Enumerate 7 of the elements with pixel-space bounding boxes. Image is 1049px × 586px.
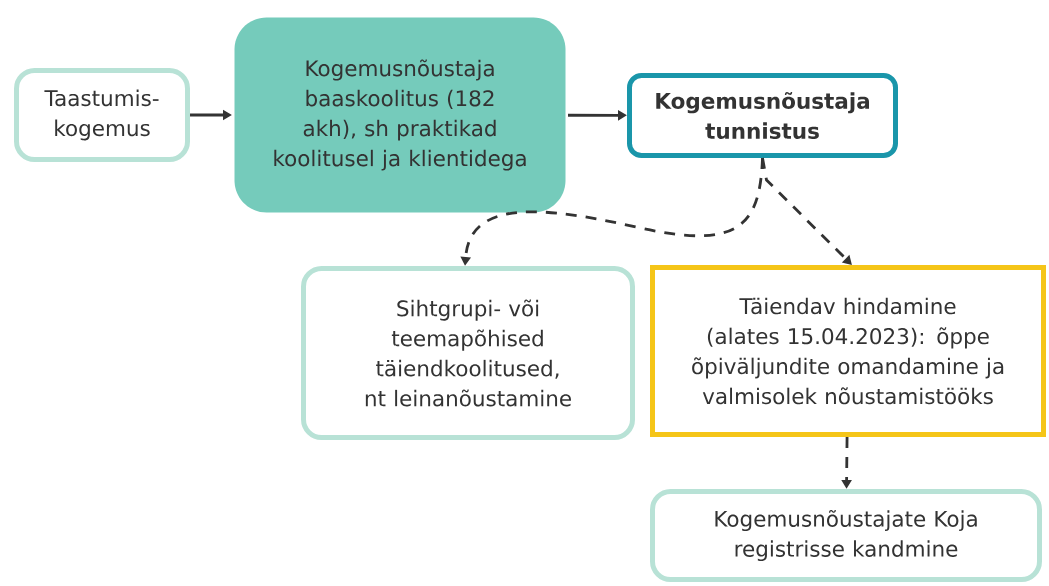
assessment-box: Täiendav hindamine (alates 15.04.2023): õppe õpiväljundite omandamine ja valmisolek nõustamistööks <box>650 265 1046 437</box>
process-box: Taastumis- kogemus <box>14 68 190 162</box>
arrow <box>761 157 852 265</box>
result-box: Kogemusnõustaja tunnistus <box>627 73 898 158</box>
process-box: Kogemusnõustajate Koja registrisse kandmine <box>650 489 1042 582</box>
process-box: Sihtgrupi- või teemapõhised täiendkoolitused, nt leinanõustamine <box>301 266 635 440</box>
process-box: Kogemusnõustaja baaskoolitus (182 akh), sh praktikad koolitusel ja klientidega <box>234 17 566 213</box>
